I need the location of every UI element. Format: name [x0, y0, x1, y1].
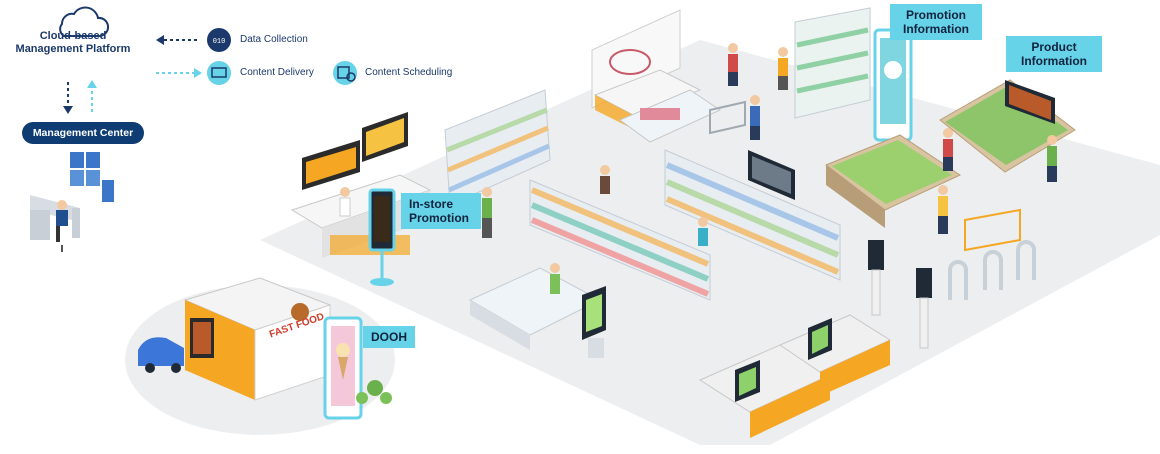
refrigerator-unit	[794, 7, 871, 119]
legend-content-delivery-label: Content Delivery	[240, 67, 314, 78]
content-delivery-icon	[207, 61, 231, 85]
shelving-aisle-1	[444, 89, 551, 206]
meat-counter	[593, 69, 722, 143]
operator-workstation-illustration	[30, 152, 114, 252]
promotion-information-display	[873, 28, 913, 142]
product-information-display	[1005, 80, 1055, 124]
self-service-kiosk-2	[916, 268, 932, 349]
shoppers	[339, 43, 1057, 294]
parked-car	[138, 337, 184, 373]
security-gates	[948, 240, 1036, 300]
platform-title: Cloud-based Management Platform	[15, 30, 131, 55]
checkout-counter-1	[698, 344, 832, 438]
fast-food-building	[183, 277, 332, 401]
content-scheduling-icon	[333, 61, 357, 85]
menu-board-displays	[302, 112, 408, 190]
hedge-bushes	[356, 380, 392, 404]
legend-data-collection-label: Data Collection	[240, 34, 308, 45]
self-service-kiosk-1	[868, 240, 884, 316]
shelf-digital-sign	[748, 150, 795, 200]
shelving-aisle-3	[664, 149, 841, 281]
management-center-badge: Management Center	[22, 122, 144, 144]
in-store-promotion-kiosk	[368, 188, 396, 286]
svg-text:010: 010	[213, 38, 226, 46]
butcher-wall-panel	[591, 9, 681, 109]
legend-content-scheduling-label: Content Scheduling	[365, 67, 453, 78]
shopping-carts	[709, 100, 1021, 252]
produce-section	[824, 79, 1076, 228]
interactive-kiosk	[582, 286, 606, 358]
cloud-icon	[59, 6, 109, 37]
callout-dooh: DOOH	[363, 326, 415, 348]
callout-in-store-promotion: In-store Promotion	[401, 193, 481, 229]
callout-promotion-information: Promotion Information	[890, 4, 982, 40]
shelving-aisle-2	[529, 179, 711, 301]
data-collection-icon: 010	[207, 28, 231, 52]
checkout-counter-2	[778, 314, 892, 396]
dooh-display	[323, 316, 363, 420]
callout-product-information: Product Information	[1006, 36, 1102, 72]
